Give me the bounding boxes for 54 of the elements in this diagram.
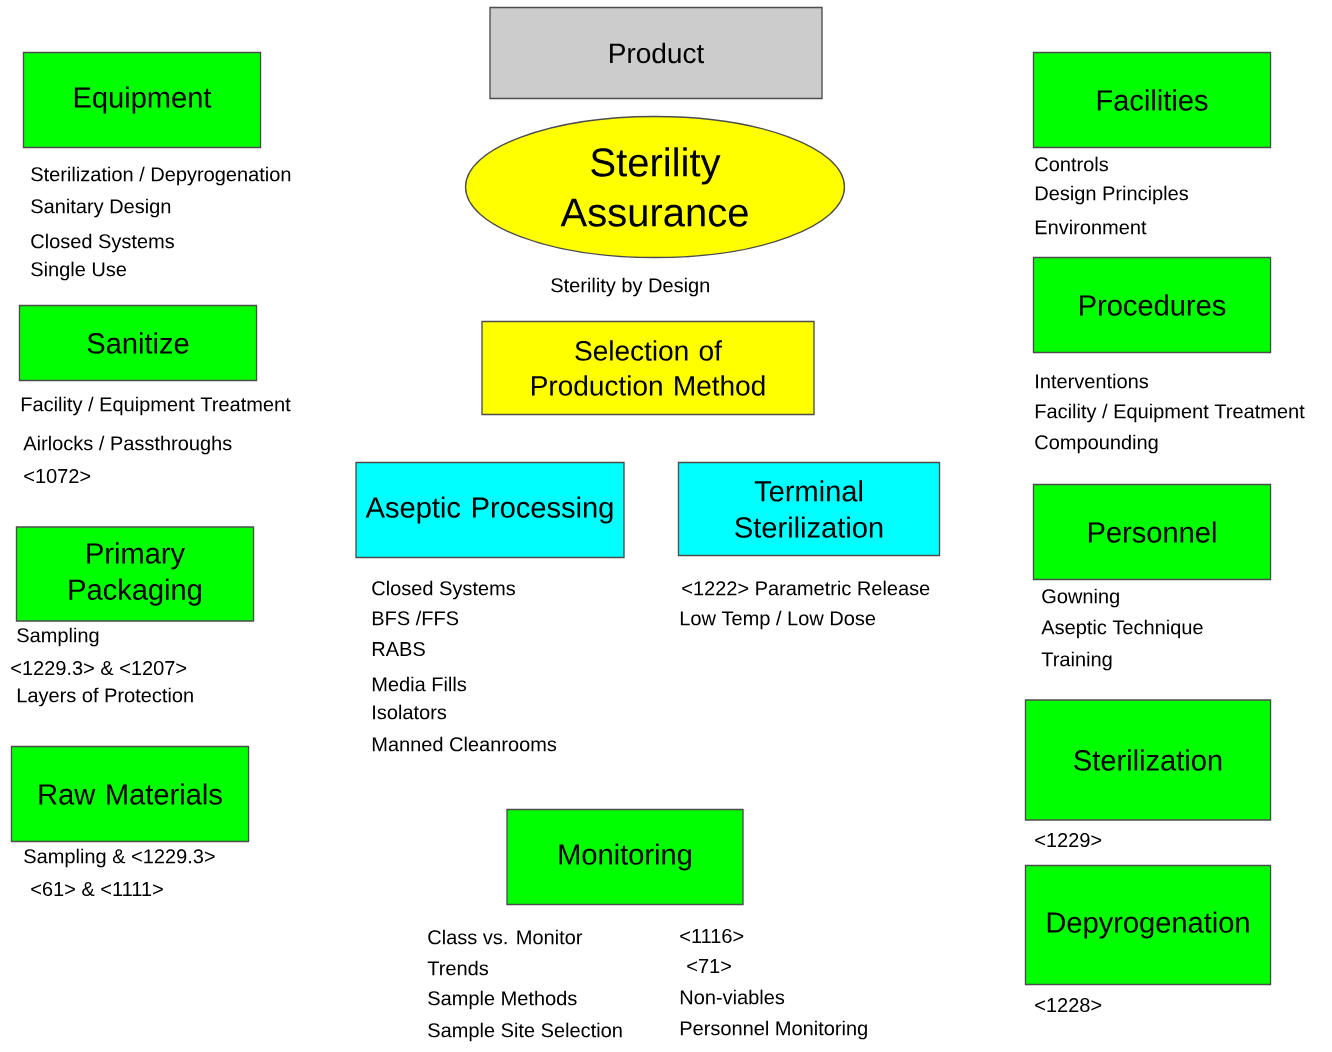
note-text: <1229.3> & <1207> [11,660,187,676]
note-text: BFS /FFS [372,610,459,626]
process-box: Depyrogenation [1024,864,1272,986]
note-text: Controls [1035,156,1108,172]
note-text: Compounding [1035,434,1158,454]
note-text: Environment [1035,219,1147,235]
process-box: Raw Materials [10,745,250,843]
note-text: RABS [372,641,425,657]
process-box: Selection of Production Method [481,320,815,416]
process-box: Monitoring [506,808,744,906]
note-text: Facility / Equipment Treatment [21,396,291,416]
note-text: Trends [427,960,489,976]
note-text: Personnel Monitoring [680,1020,867,1040]
process-box: Procedures [1032,256,1272,354]
note-text: Gowning [1042,588,1119,608]
note-text: Sampling & <1229.3> [24,848,215,868]
note-text: Design Principles [1035,185,1188,205]
note-text: <61> & <1111> [31,881,163,897]
note-text: Facility / Equipment Treatment [1035,403,1305,423]
note-text: Non-viables [680,989,785,1005]
process-box: Sterilization [1024,699,1272,821]
note-text: Training [1041,651,1112,671]
note-text: <1072> [24,468,91,484]
note-text: Manned Cleanrooms [372,736,557,752]
note-text: Sanitary Design [31,198,171,218]
note-text: <71> [687,959,731,973]
note-text: Sampling [17,627,99,647]
note-text: <1229> [1035,832,1102,848]
note-text: Aseptic Technique [1041,619,1203,639]
note-text: Sterilization / Depyrogenation [31,166,291,186]
note-text: Sample Methods [428,990,577,1010]
process-box: Facilities [1032,51,1272,149]
note-text: Single Use [31,261,127,281]
note-text: Layers of Protection [17,687,193,707]
note-text: <1222> Parametric Release [682,580,930,596]
note-text: Media Fills [372,676,467,692]
note-text: Interventions [1036,373,1149,389]
note-text: Isolators [373,704,447,720]
note-text: Closed Systems [31,233,174,253]
note-text: <1116> [680,928,744,944]
note-text: Sterility by Design [551,277,709,297]
note-text: Low Temp / Low Dose [680,610,876,630]
process-box: Terminal Sterilization [677,461,941,557]
note-text: <1228> [1035,997,1102,1013]
process-box: Aseptic Processing [355,461,625,559]
process-box: Primary Packaging [15,526,255,622]
note-text: Airlocks / Passthroughs [23,435,232,455]
note-text: Class vs. Monitor [428,929,583,945]
process-box: Product [489,6,823,100]
process-box: Equipment [22,51,262,149]
process-box: Personnel [1032,483,1272,581]
process-box: Sanitize [18,304,258,382]
note-text: Sample Site Selection [428,1022,622,1042]
note-text: Closed Systems [372,580,515,600]
